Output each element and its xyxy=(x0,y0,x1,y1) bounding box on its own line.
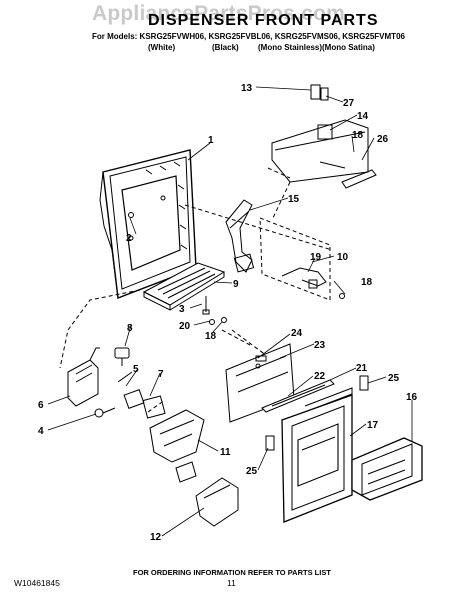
callout-21: 21 xyxy=(356,363,368,374)
callout-1: 1 xyxy=(208,135,214,146)
callout-18a: 18 xyxy=(352,130,364,141)
callout-12: 12 xyxy=(150,532,162,543)
callout-9: 9 xyxy=(233,279,239,290)
callout-leaders xyxy=(47,86,413,537)
callout-3: 3 xyxy=(179,304,185,315)
callout-17: 17 xyxy=(367,420,379,431)
upper-bracket-part xyxy=(271,84,377,189)
color-mono-satina: (Mono Satina) xyxy=(322,43,375,52)
callout-27: 27 xyxy=(343,98,355,109)
control-board-part xyxy=(225,343,295,423)
callout-7: 7 xyxy=(158,369,164,380)
callout-24: 24 xyxy=(291,328,303,339)
color-white: (White) xyxy=(148,43,176,52)
document-number: W10461845 xyxy=(14,578,60,588)
callout-2: 2 xyxy=(126,233,132,244)
color-black: (Black) xyxy=(212,43,239,52)
callout-11: 11 xyxy=(220,447,231,458)
chute-part xyxy=(175,461,239,527)
page-title: DISPENSER FRONT PARTS xyxy=(148,12,379,29)
callout-18b: 18 xyxy=(361,277,373,288)
callout-23: 23 xyxy=(314,340,326,351)
housing-frame-part xyxy=(99,149,197,299)
callout-19: 19 xyxy=(310,252,322,263)
page-number: 11 xyxy=(227,578,236,588)
callout-5: 5 xyxy=(133,364,139,375)
ordering-note: FOR ORDERING INFORMATION REFER TO PARTS … xyxy=(133,568,331,577)
part-callouts: 13 27 14 18 26 1 2 15 10 19 18 9 3 20 18… xyxy=(38,83,418,543)
callout-14: 14 xyxy=(357,111,369,122)
front-panel-part xyxy=(281,394,353,523)
paddle-part xyxy=(281,267,327,289)
callout-13: 13 xyxy=(241,83,253,94)
switch-part-8 xyxy=(114,347,130,366)
watermark: AppliancePartsPros.com xyxy=(92,2,345,25)
lower-bracket-part xyxy=(149,409,205,463)
color-mono-stainless: (Mono Stainless) xyxy=(258,43,323,52)
callout-18c: 18 xyxy=(205,331,217,342)
callout-10: 10 xyxy=(337,252,349,263)
display-panel-part xyxy=(351,437,423,501)
callout-26: 26 xyxy=(377,134,389,145)
solenoid-parts xyxy=(94,371,166,419)
callout-15: 15 xyxy=(288,194,300,205)
callout-22: 22 xyxy=(314,371,326,382)
callout-25a: 25 xyxy=(388,373,400,384)
actuator-lever-part xyxy=(225,199,255,273)
callout-20: 20 xyxy=(179,321,191,332)
callout-4: 4 xyxy=(38,426,44,437)
callout-16: 16 xyxy=(406,392,418,403)
model-list: For Models: KSRG25FVWH06, KSRG25FVBL06, … xyxy=(92,32,405,41)
strip-part xyxy=(261,379,335,413)
drip-tray-part xyxy=(142,262,226,311)
callout-8: 8 xyxy=(127,323,133,334)
control-module-part xyxy=(67,347,100,407)
subassembly-outline xyxy=(259,217,331,301)
callout-25b: 25 xyxy=(246,466,258,477)
callout-6: 6 xyxy=(38,400,44,411)
